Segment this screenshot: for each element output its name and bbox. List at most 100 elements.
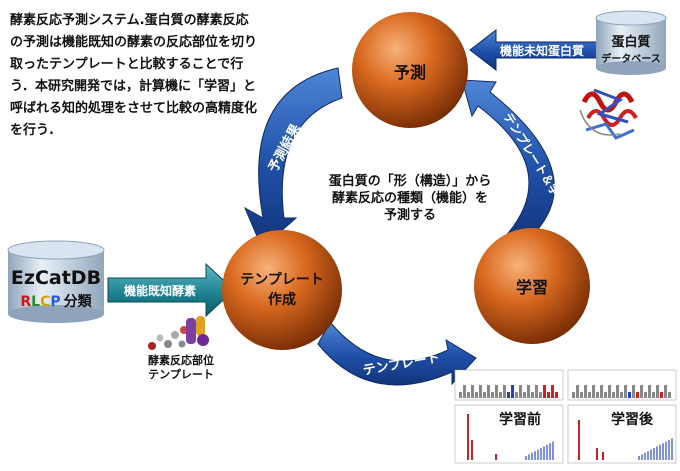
center-line-2: 酵素反応の種類（機能）を xyxy=(332,190,488,206)
plot-bar xyxy=(539,392,542,398)
plot-tail-bar xyxy=(668,440,670,460)
description-heading: 酵素反応予測システム. xyxy=(10,13,145,28)
plot-bar xyxy=(572,392,575,398)
plot-spike xyxy=(596,448,598,460)
known-enzyme-arrow xyxy=(107,262,235,318)
plot-tail-bar xyxy=(650,449,652,460)
plot-tail-bar xyxy=(540,448,542,460)
plot-tail-bar xyxy=(641,454,643,460)
plot-tail-bar xyxy=(549,443,551,460)
protein-db-title: 蛋白質 xyxy=(611,34,650,50)
plot-bar xyxy=(656,385,659,398)
learn-node-label: 学習 xyxy=(516,278,548,297)
plot-bar xyxy=(479,385,482,398)
plot-bar xyxy=(459,392,462,398)
plot-spike xyxy=(471,440,473,460)
after-learning-label: 学習後 xyxy=(611,411,654,428)
plot-bar xyxy=(511,385,514,398)
protein-database: 蛋白質 データベース xyxy=(595,10,667,75)
unknown-protein-label: 機能未知蛋白質 xyxy=(500,43,584,58)
plot-bar xyxy=(487,385,490,398)
plot-tail-bar xyxy=(656,446,658,460)
plot-bar xyxy=(624,385,627,398)
template-arrow xyxy=(317,321,477,386)
predict-node xyxy=(352,12,468,128)
template-node-label: テンプレート作成 xyxy=(240,272,324,308)
plot-bar xyxy=(596,392,599,398)
plot-spike xyxy=(495,454,497,460)
protein-db-subtitle: データベース xyxy=(601,52,661,65)
plot-bar xyxy=(499,392,502,398)
plot-thumbnails: 学習前 学習後 xyxy=(454,369,677,464)
template-node xyxy=(222,230,342,350)
plot-bar xyxy=(648,385,651,398)
plot-tail-bar xyxy=(671,438,673,460)
description-body: 蛋白質の酵素反応の予測は機能既知の酵素の反応部位を切り取ったテンプレートと比較す… xyxy=(10,13,258,138)
known-enzyme-label: 機能既知酵素 xyxy=(124,283,196,298)
plot-bar xyxy=(588,392,591,398)
plot-bar xyxy=(463,385,466,398)
plot-bar xyxy=(507,392,510,398)
plot-bar xyxy=(519,385,522,398)
plot-tail-bar xyxy=(653,448,655,460)
plot-tail-bar xyxy=(647,451,649,460)
plot-bar xyxy=(600,385,603,398)
plot-tail-bar xyxy=(525,456,527,460)
plot-tail-bar xyxy=(528,454,530,460)
plot-bar xyxy=(483,392,486,398)
plot-tail-bar xyxy=(531,452,533,460)
plot-bar xyxy=(471,385,474,398)
plot-bar xyxy=(604,392,607,398)
plot-bar xyxy=(531,392,534,398)
plot-bar xyxy=(491,392,494,398)
learn-node xyxy=(474,228,590,344)
template-label-line-2: テンプレート xyxy=(148,367,214,381)
plot-bar xyxy=(612,392,615,398)
plot-tail-bar xyxy=(665,441,667,460)
plot-bar xyxy=(551,385,554,398)
plot-bar xyxy=(467,392,470,398)
predict-node-label: 予測 xyxy=(394,63,426,82)
plot-bar xyxy=(535,385,538,398)
plot-bar xyxy=(628,392,631,398)
plot-tail-bar xyxy=(644,452,646,460)
plot-bar xyxy=(664,385,667,398)
prediction-result-arrow xyxy=(243,67,343,249)
plot-bar xyxy=(644,392,647,398)
plot-bar xyxy=(515,392,518,398)
plot-bar xyxy=(576,385,579,398)
plot-bar xyxy=(636,392,639,398)
plot-tail-bar xyxy=(662,443,664,460)
ezcatdb-title: EzCatDB xyxy=(11,267,101,289)
before-learning-label: 学習前 xyxy=(499,411,541,428)
plot-bar xyxy=(592,385,595,398)
plot-bar xyxy=(547,392,550,398)
plot-bar xyxy=(523,392,526,398)
plot-tail-bar xyxy=(546,444,548,460)
plot-bar xyxy=(616,385,619,398)
plot-tail-bar xyxy=(534,451,536,460)
plot-bar xyxy=(660,392,663,398)
plot-bar xyxy=(543,385,546,398)
unknown-protein-arrow xyxy=(469,28,599,72)
description-text: 酵素反応予測システム.蛋白質の酵素反応の予測は機能既知の酵素の反応部位を切り取っ… xyxy=(10,10,260,142)
enzyme-site-molecule-image xyxy=(148,316,209,350)
template-label-line-1: 酵素反応部位 xyxy=(148,353,214,367)
plot-bar xyxy=(527,385,530,398)
plot-tail-bar xyxy=(552,441,554,460)
center-line-1: 蛋白質の「形（構造）」から xyxy=(329,173,492,189)
protein-structure-image xyxy=(579,88,638,140)
plot-bar xyxy=(555,392,558,398)
plot-bar xyxy=(475,392,478,398)
center-line-3: 予測する xyxy=(384,207,436,223)
plot-tail-bar xyxy=(537,449,539,460)
plot-bar xyxy=(652,392,655,398)
plot-bar xyxy=(584,385,587,398)
plot-spike xyxy=(602,452,604,460)
plot-bar xyxy=(608,385,611,398)
plot-bar xyxy=(640,385,643,398)
